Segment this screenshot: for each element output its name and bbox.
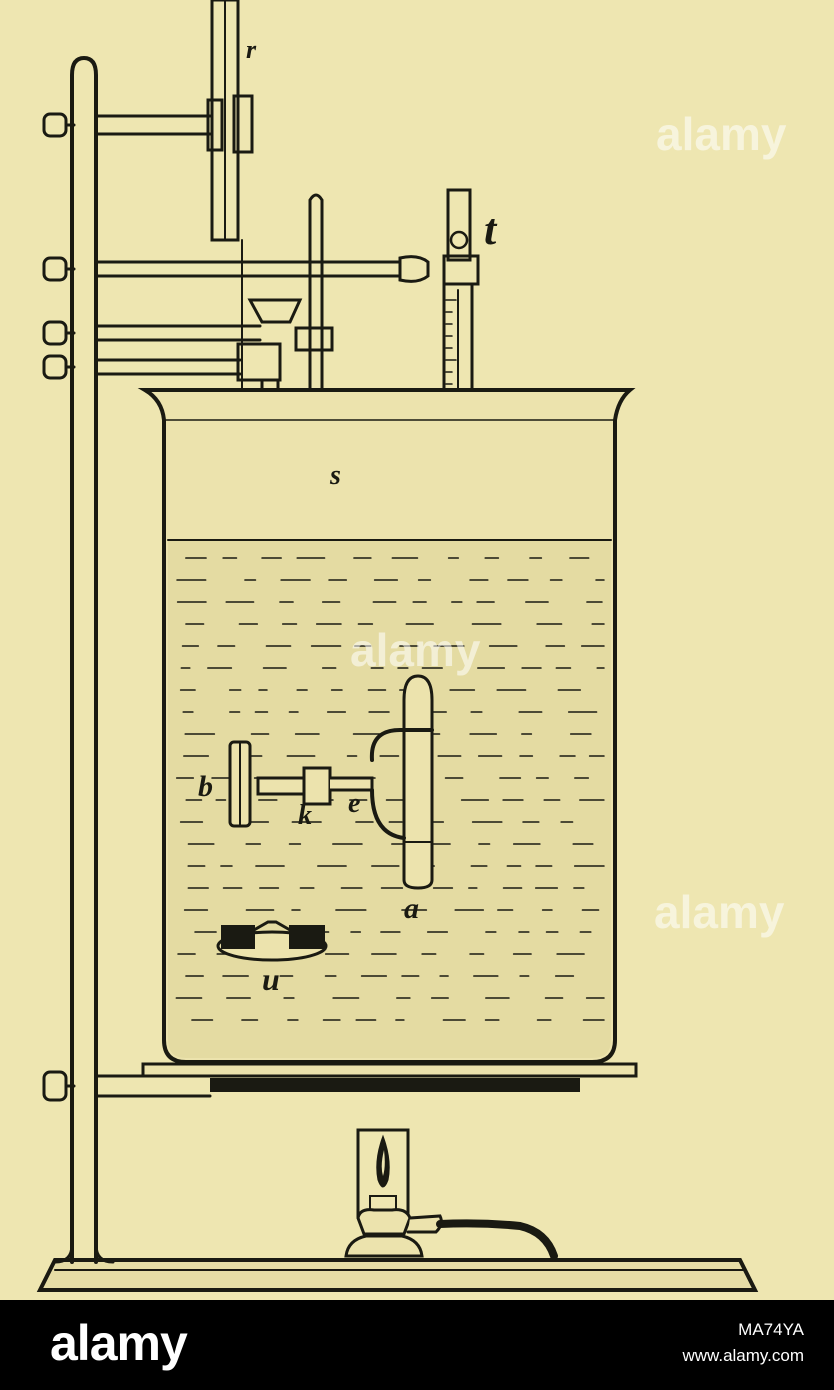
image-id-label: MA74YA	[738, 1320, 804, 1339]
watermark-middle: alamy	[654, 886, 785, 938]
watermark-left: alamy	[350, 624, 481, 676]
site-url-label: www.alamy.com	[682, 1346, 804, 1365]
figure-area: r t s b k e a u alamy alamy alamy	[0, 0, 834, 1300]
watermark-top: alamy	[656, 108, 787, 160]
clamp-arm-top	[42, 98, 224, 152]
stand-rod	[53, 55, 115, 1264]
stand-base	[36, 1258, 759, 1292]
clamp-arm-lower	[42, 342, 282, 412]
clamp-arm-thermometer	[42, 254, 480, 286]
label-b: b	[198, 770, 213, 803]
apparatus-illustration: r t s b k e a u alamy alamy alamy	[36, 0, 787, 1292]
pulley-b	[228, 740, 252, 828]
label-e: e	[348, 788, 360, 819]
stirrer-paddles-u	[216, 920, 328, 962]
footer-logo: alamy	[50, 1315, 188, 1371]
sample-tube-a	[369, 674, 434, 890]
label-r: r	[246, 35, 257, 64]
label-s: s	[329, 460, 341, 491]
stock-footer: alamy MA74YA www.alamy.com	[0, 1300, 834, 1390]
holder-k	[256, 766, 374, 806]
clamp-arm-middle	[42, 298, 334, 352]
label-t: t	[484, 205, 498, 254]
burner	[344, 1128, 558, 1260]
label-a: a	[404, 892, 419, 925]
beaker-shelf	[42, 1062, 638, 1102]
label-u: u	[262, 961, 280, 997]
pulley-r	[210, 0, 254, 242]
label-k: k	[298, 800, 312, 831]
